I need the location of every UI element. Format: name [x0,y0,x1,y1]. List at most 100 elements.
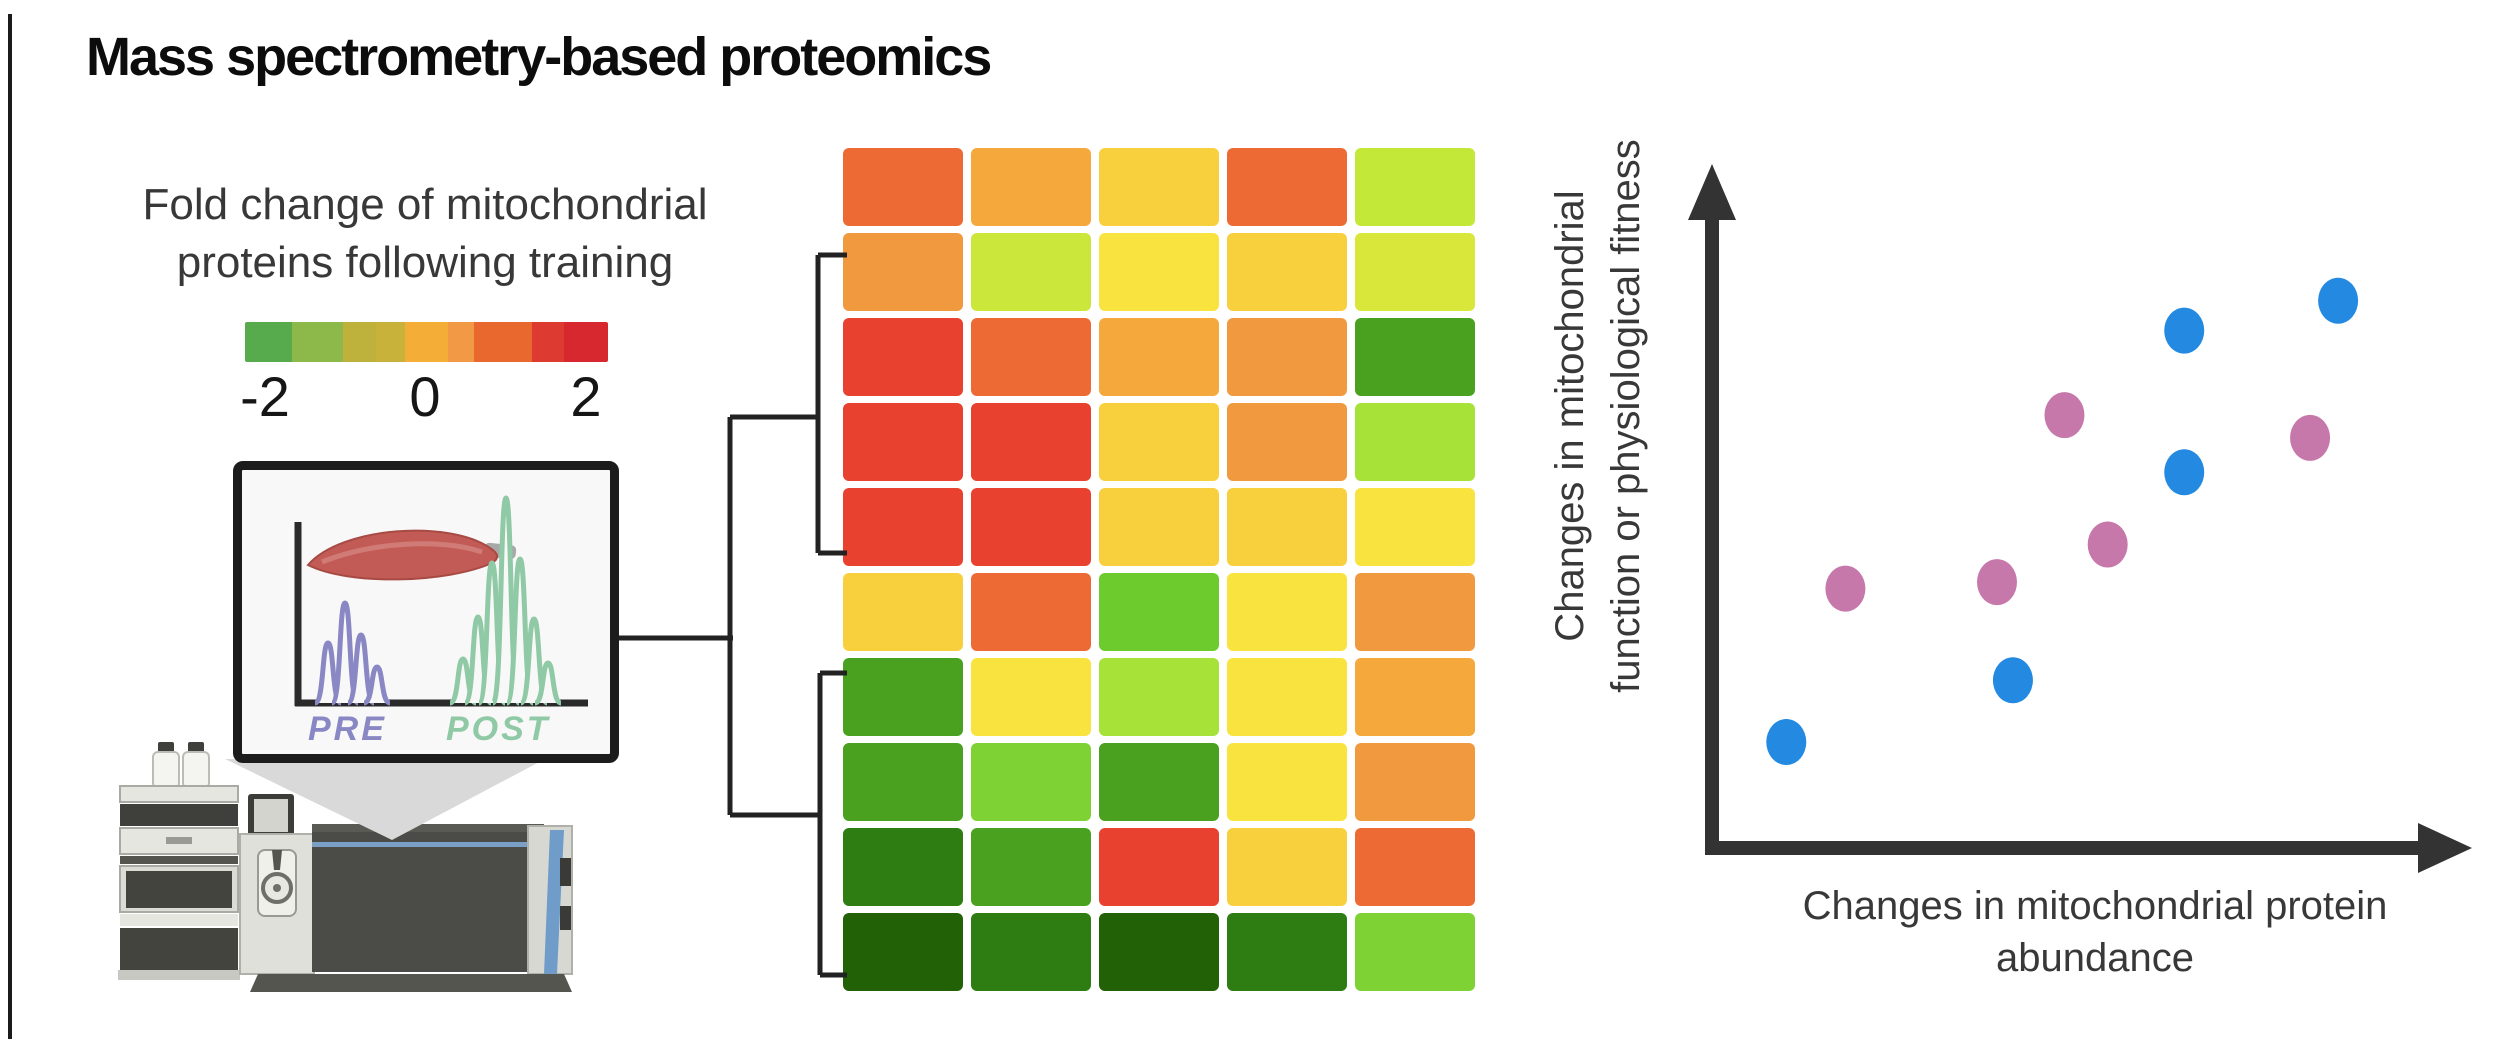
heatmap-cell [1099,148,1219,226]
heatmap-cell [1099,573,1219,651]
heatmap-cell [1099,913,1219,991]
spectrum-peak [362,664,392,706]
scatter-dot-blue [1766,719,1807,766]
spectrum-peak [345,632,377,706]
heatmap-cell [1099,403,1219,481]
dendrogram-connector [612,252,847,978]
heatmap-cell [1227,318,1347,396]
heatmap-cell [843,573,963,651]
heatmap-cell [1227,913,1347,991]
heatmap-cell [1355,913,1475,991]
heatmap-cell [1227,488,1347,566]
colorbar-segment [404,322,449,362]
scatter-dot-blue [2318,277,2359,324]
colorbar-segment [292,322,343,362]
heatmap-cell [971,743,1091,821]
mass-spectrometer-icon [239,794,573,992]
heatmap-cell [1099,828,1219,906]
heatmap-cell [843,488,963,566]
heatmap-cell [843,913,963,991]
heatmap-cell [1355,743,1475,821]
colorbar-tick-labels: -2 0 2 [225,364,625,434]
heatmap [843,148,1475,991]
heatmap-cell [1099,658,1219,736]
scatter-dot-pink [2044,392,2085,439]
heatmap-cell [1227,148,1347,226]
scatter-y-axis-label: Changes in mitochondrial function or phy… [1542,136,1658,696]
colorbar-segment [473,322,532,362]
heatmap-cell [1227,828,1347,906]
figure-title: Mass spectrometry-based proteomics [86,27,992,87]
heatmap-cell [1355,573,1475,651]
heatmap-cell [971,403,1091,481]
spectrum-peak [533,660,563,706]
heatmap-cell [1355,403,1475,481]
scatter-dot-blue [2164,449,2205,496]
heatmap-cell [1355,148,1475,226]
colorbar-caption: Fold change of mitochondrial proteins fo… [80,176,770,292]
colorbar-segment [343,322,376,362]
instrument-illustration [118,742,573,992]
heatmap-cell [1099,743,1219,821]
colorbar-segment [531,322,565,362]
scatter-plot [1688,164,2472,873]
colorbar-segment [448,322,474,362]
spectra-inset-box: PRE POST [233,461,619,763]
colorbar-tick-max: 2 [570,365,602,428]
heatmap-cell [843,318,963,396]
heatmap-cell [843,658,963,736]
scatter-y-label-line1: Changes in mitochondrial [1548,190,1592,642]
heatmap-cell [971,828,1091,906]
y-axis-arrow-icon [1688,164,1736,220]
heatmap-cell [1099,488,1219,566]
pre-spectrum-peaks [312,600,392,706]
scatter-dot-pink [1825,565,1866,612]
post-label: POST [446,710,551,748]
scatter-dot-pink [2290,414,2331,461]
fold-change-colorbar [245,322,608,362]
heatmap-cell [1227,233,1347,311]
heatmap-cell [971,318,1091,396]
heatmap-cell [971,658,1091,736]
colorbar-tick-min: -2 [240,365,290,428]
colorbar-tick-mid: 0 [409,365,441,428]
heatmap-cell [1227,573,1347,651]
scatter-dot-pink [1977,559,2018,606]
panel-left-border [8,14,12,1039]
colorbar-segment [375,322,405,362]
scatter-dot-pink [2087,521,2128,568]
heatmap-cell [843,403,963,481]
heatmap-cell [1355,658,1475,736]
heatmap-cell [1099,233,1219,311]
colorbar-segment [564,322,608,362]
callout-triangle [225,759,545,840]
colorbar-segment [245,322,293,362]
heatmap-cell [1355,233,1475,311]
heatmap-cell [1355,488,1475,566]
scatter-x-label-line2: abundance [1996,936,2194,980]
scatter-dots [1766,277,2359,766]
heatmap-cell [1227,403,1347,481]
scatter-x-axis-label: Changes in mitochondrial protein abundan… [1745,880,2445,984]
scatter-dot-blue [2164,307,2205,354]
scatter-dot-blue [1992,657,2033,704]
heatmap-cell [971,913,1091,991]
heatmap-cell [1227,743,1347,821]
hplc-icon [118,742,240,980]
heatmap-cell [971,148,1091,226]
scatter-y-label-line2: function or physiological fitness [1604,139,1648,693]
heatmap-cell [1227,658,1347,736]
colorbar-caption-line1: Fold change of mitochondrial [142,180,708,229]
heatmap-cell [971,233,1091,311]
heatmap-cell [971,488,1091,566]
colorbar-caption-line2: proteins following training [176,238,674,287]
x-axis-arrow-icon [2418,823,2472,873]
scatter-x-label-line1: Changes in mitochondrial protein [1802,884,2388,928]
heatmap-cell [1355,318,1475,396]
heatmap-cell [1355,828,1475,906]
chromatogram-plot [294,495,588,707]
heatmap-cell [843,743,963,821]
heatmap-cell [1099,318,1219,396]
pre-label: PRE [308,710,387,748]
